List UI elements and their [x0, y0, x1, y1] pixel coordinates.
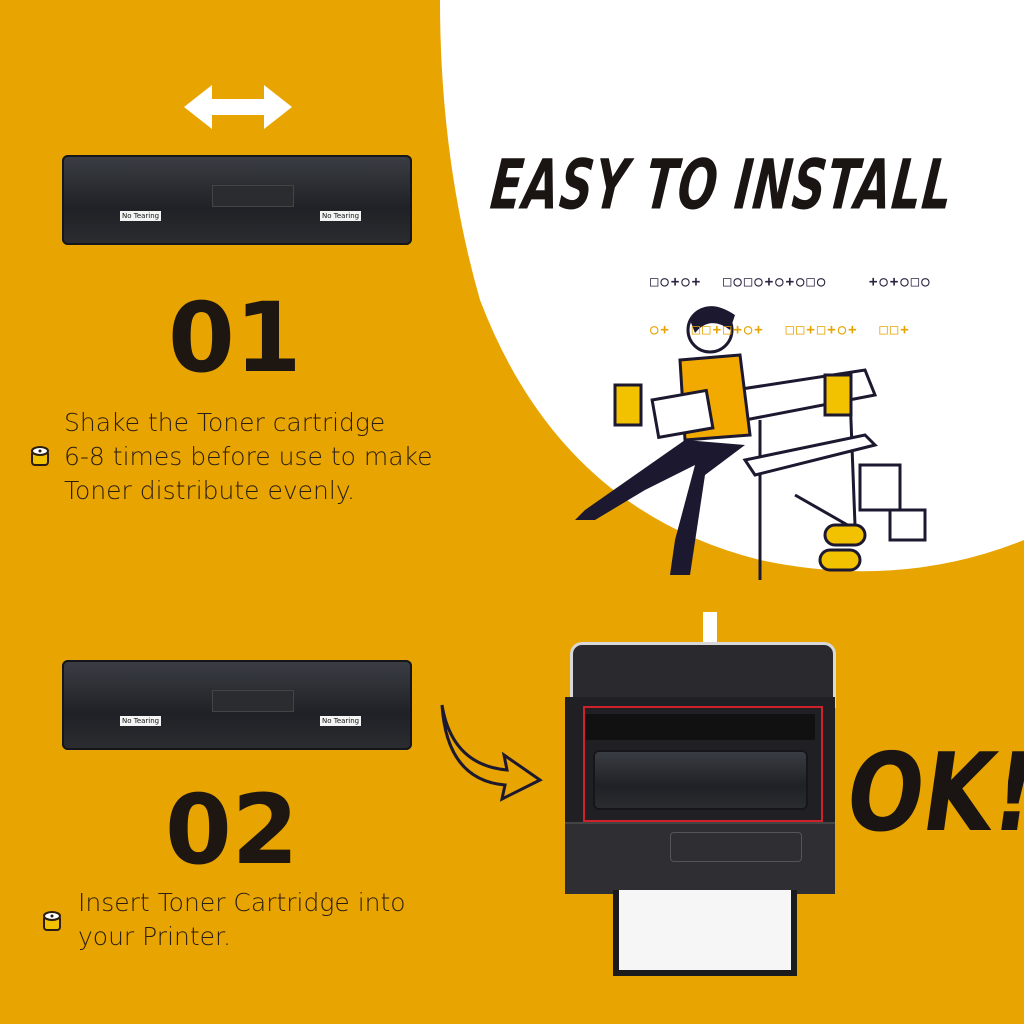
- inserted-cartridge: [593, 750, 808, 810]
- toner-cartridge-image: No Tearing No Tearing: [62, 660, 412, 750]
- cartridge-label: No Tearing: [320, 211, 362, 221]
- cartridge-label: No Tearing: [320, 716, 362, 726]
- toner-roll-icon: [43, 911, 61, 931]
- toner-cartridge-image: No Tearing No Tearing: [62, 155, 412, 245]
- cartridge-label: No Tearing: [120, 211, 162, 221]
- step-description: Insert Toner Cartridge into your Printer…: [78, 888, 406, 951]
- printer-image: [565, 642, 836, 977]
- step-number: 02: [165, 774, 299, 886]
- person-at-desk-illustration: [575, 306, 927, 580]
- toner-roll-icon: [31, 446, 49, 466]
- cartridge-label: No Tearing: [120, 716, 162, 726]
- step-number: 01: [168, 282, 302, 394]
- page-title: EASY TO INSTALL: [487, 144, 958, 225]
- cartridge-handle: [212, 185, 294, 207]
- double-arrow-icon: [184, 85, 292, 129]
- cartridge-handle: [212, 690, 294, 712]
- highlight-box: [583, 706, 823, 822]
- decorative-symbols: □○+○+ □○□○+○+○□○ +○+○□○ ○+ □□+□+○+ □□+□+…: [650, 274, 932, 338]
- step-description: Shake the Toner cartridge 6-8 times befo…: [64, 408, 433, 505]
- ok-text: OK!: [838, 730, 1024, 857]
- curved-arrow-icon: [440, 704, 543, 802]
